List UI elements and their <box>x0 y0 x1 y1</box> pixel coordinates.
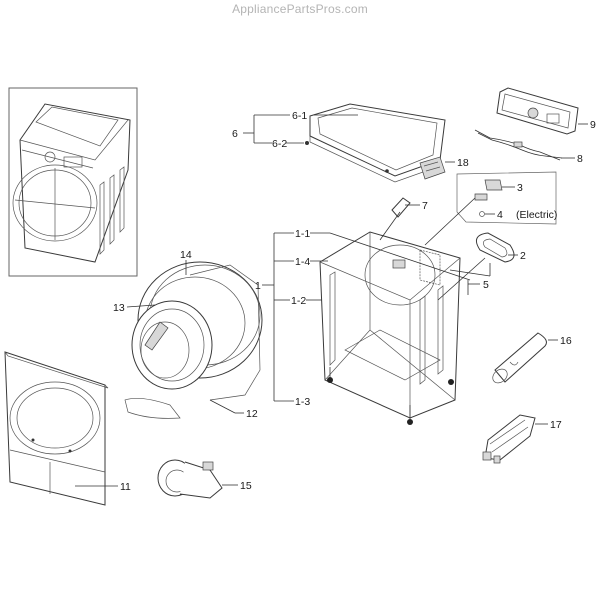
part-bracket <box>391 197 411 218</box>
callout-12: 12 <box>246 408 258 420</box>
callout-1-3: 1-3 <box>295 396 310 408</box>
callout-6-1: 6-1 <box>292 110 307 122</box>
callout-6: 6 <box>232 128 238 140</box>
callout-17: 17 <box>550 419 562 431</box>
leader-lines <box>75 114 588 487</box>
callout-1-1: 1-1 <box>295 228 310 240</box>
part-drum-assembly <box>124 261 263 419</box>
callout-4-note: (Electric) <box>516 209 557 221</box>
callout-13: 13 <box>113 302 125 314</box>
part-cabinet <box>319 231 461 425</box>
part-exhaust-duct <box>492 332 547 384</box>
callout-6-2: 6-2 <box>272 138 287 150</box>
callout-1: 1 <box>255 280 261 292</box>
assembled-dryer-inset <box>8 87 138 277</box>
callout-4: 4 <box>497 209 503 221</box>
callout-7: 7 <box>422 200 428 212</box>
electric-parts-box <box>456 171 557 225</box>
callout-14: 14 <box>180 249 192 261</box>
part-wire-harness <box>474 129 563 161</box>
callout-15: 15 <box>240 480 252 492</box>
callout-5: 5 <box>483 279 489 291</box>
callout-11: 11 <box>120 481 131 493</box>
callout-1-2: 1-2 <box>291 295 306 307</box>
callout-9: 9 <box>590 119 596 131</box>
callout-16: 16 <box>560 335 572 347</box>
part-door-switch <box>419 156 446 180</box>
part-control-panel <box>496 87 579 135</box>
callout-18: 18 <box>457 157 469 169</box>
part-front-panel <box>4 351 109 506</box>
callout-1-4: 1-4 <box>295 256 310 268</box>
part-duct-cover <box>475 232 515 263</box>
callout-2: 2 <box>520 250 526 262</box>
callout-8: 8 <box>577 153 583 165</box>
part-blower-motor <box>157 459 223 499</box>
callout-labels: 6 6-1 6-2 18 9 8 3 4 (Electric) 7 2 5 1 … <box>113 110 596 493</box>
callout-3: 3 <box>517 182 523 194</box>
part-heater <box>482 414 536 464</box>
watermark: AppliancePartsPros.com <box>232 2 368 16</box>
